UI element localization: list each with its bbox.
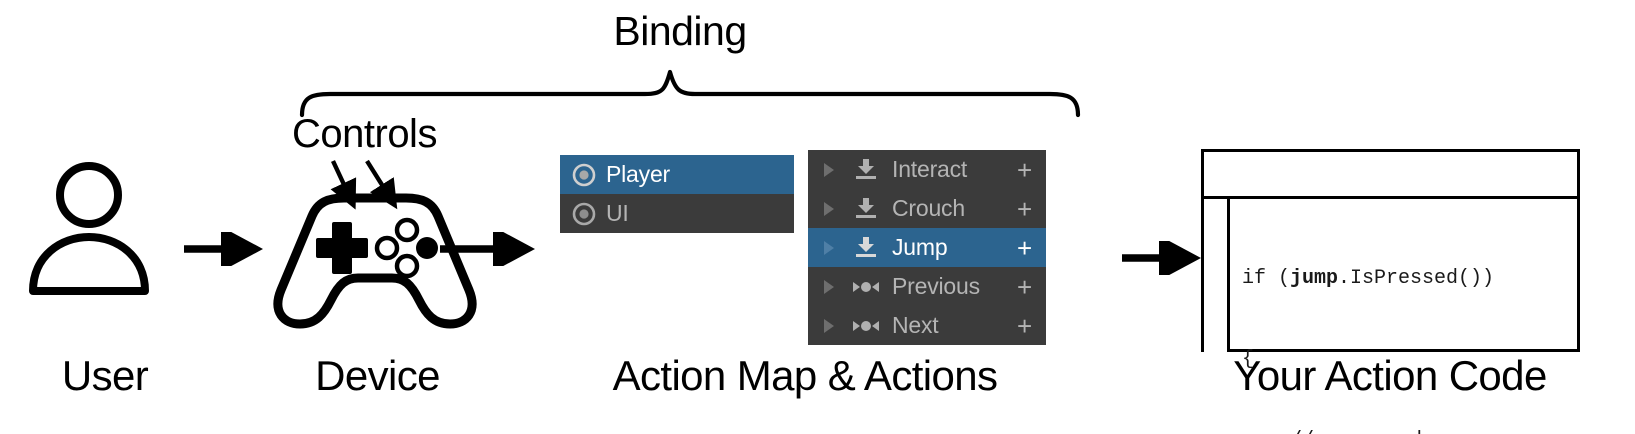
code-window[interactable]: if (jump.IsPressed()) { // your code } [1201, 149, 1580, 434]
code-token-jump: jump [1290, 267, 1339, 290]
code-line: // your code [1242, 427, 1577, 434]
button-action-icon [856, 236, 876, 257]
action-row-crouch[interactable]: Crouch + [808, 189, 1046, 228]
action-row-previous[interactable]: Previous + [808, 267, 1046, 306]
code-text[interactable]: if (jump.IsPressed()) { // your code } [1230, 199, 1577, 434]
add-binding-button[interactable]: + [1017, 271, 1032, 302]
action-row-label: Previous [892, 273, 980, 299]
code-gutter [1204, 199, 1230, 352]
action-row-next[interactable]: Next + [808, 306, 1046, 345]
action-row-label: Jump [892, 234, 948, 260]
gamepad-icon [273, 193, 477, 329]
expand-caret-icon[interactable] [818, 276, 840, 298]
arrow-device-to-actionmap [440, 232, 535, 266]
action-row-label: Next [892, 312, 939, 338]
code-line-pre: // your code [1242, 429, 1434, 434]
action-row-interact[interactable]: Interact + [808, 150, 1046, 189]
action-row-label: Crouch [892, 195, 965, 221]
action-map-item-ui[interactable]: UI [560, 194, 794, 233]
action-map-ring-icon [572, 163, 596, 186]
expand-caret-icon[interactable] [818, 198, 840, 220]
code-line-pre: if ( [1242, 267, 1291, 290]
action-row-jump[interactable]: Jump + [808, 228, 1046, 267]
code-line: { [1242, 346, 1577, 373]
arrow-user-to-device [184, 232, 263, 266]
action-map-ring-icon [572, 202, 596, 225]
expand-caret-icon[interactable] [818, 159, 840, 181]
action-map-item-player[interactable]: Player [560, 155, 794, 194]
code-line: if (jump.IsPressed()) [1242, 265, 1577, 292]
controls-label: Controls [292, 112, 437, 156]
expand-caret-icon[interactable] [818, 315, 840, 337]
add-binding-button[interactable]: + [1017, 232, 1032, 263]
add-binding-button[interactable]: + [1017, 193, 1032, 224]
code-window-titlebar [1204, 152, 1577, 199]
caption-code: Your Action Code [1233, 352, 1547, 399]
actions-list[interactable]: Interact + Crouch + Jump + [808, 150, 1046, 345]
axis-action-icon [853, 281, 879, 292]
button-action-icon [856, 158, 876, 179]
action-map-item-label: UI [606, 200, 629, 226]
add-binding-button[interactable]: + [1017, 310, 1032, 341]
binding-brace [299, 69, 1081, 118]
expand-caret-icon[interactable] [818, 237, 840, 259]
action-row-label: Interact [892, 156, 968, 182]
axis-action-icon [853, 320, 879, 331]
code-line-pre: { [1242, 348, 1255, 371]
binding-label: Binding [613, 8, 747, 54]
action-map-list[interactable]: Player UI [560, 155, 794, 233]
user-icon [29, 162, 149, 295]
caption-action-map: Action Map & Actions [612, 352, 998, 399]
add-binding-button[interactable]: + [1017, 154, 1032, 185]
button-action-icon [856, 197, 876, 218]
caption-device: Device [315, 352, 440, 399]
code-line-post: .IsPressed()) [1338, 267, 1495, 290]
caption-user: User [61, 352, 149, 399]
code-window-body: if (jump.IsPressed()) { // your code } [1204, 199, 1577, 434]
arrow-actions-to-code [1122, 241, 1201, 275]
action-map-item-label: Player [606, 161, 670, 187]
